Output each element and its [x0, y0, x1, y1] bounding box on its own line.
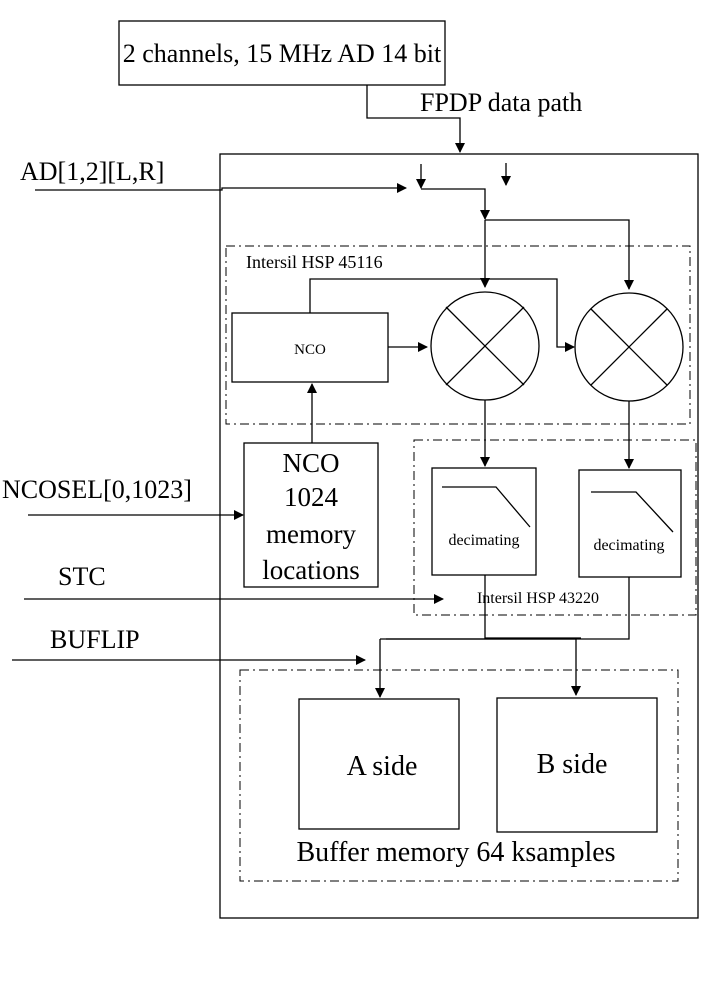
hsp43220-label: Intersil HSP 43220: [477, 590, 599, 607]
stc-input-label: STC: [58, 562, 106, 591]
buflip-input-label: BUFLIP: [50, 625, 140, 654]
nco-to-mixer2: [309, 278, 575, 352]
fpdp-label: FPDP data path: [420, 88, 582, 117]
buffer-memory-region: [239, 669, 679, 882]
filter-2-label: decimating: [593, 537, 664, 554]
adc-label: 2 channels, 15 MHz AD 14 bit: [123, 39, 442, 68]
nco-label: NCO: [294, 342, 326, 358]
buffer-memory-label: Buffer memory 64 ksamples: [296, 837, 615, 868]
nco-memory-line-3: memory: [266, 519, 356, 549]
filter1-output: [484, 575, 581, 639]
data-route: [421, 188, 490, 220]
decimating-filter-2: decimating: [578, 469, 682, 578]
nco-memory-block: NCO 1024 memory locations: [243, 442, 379, 588]
nco-memory-line-4: locations: [262, 555, 359, 585]
mixer-1: [430, 291, 540, 401]
ad-input-label: AD[1,2][L,R]: [20, 157, 164, 186]
nco-block: NCO: [231, 312, 389, 383]
filter2-output: [386, 577, 630, 640]
hsp45116-region: [225, 245, 691, 425]
ad-input-arrow: [35, 183, 407, 193]
hsp45116-label: Intersil HSP 45116: [246, 252, 383, 272]
hsp43220-region: [413, 439, 697, 616]
nco-memory-line-2: 1024: [284, 482, 339, 512]
fpdp-arrow: [366, 85, 465, 153]
filter-1-label: decimating: [448, 532, 519, 549]
ncosel-input-label: NCOSEL[0,1023]: [2, 475, 192, 504]
adc-box: 2 channels, 15 MHz AD 14 bit: [118, 20, 446, 86]
main-board: [219, 153, 699, 919]
mixer2-input: [485, 219, 634, 290]
decimating-filter-1: decimating: [431, 467, 537, 576]
nco-memory-line-1: NCO: [282, 448, 339, 478]
a-side-label: A side: [347, 751, 418, 782]
a-side-block: A side: [298, 698, 460, 830]
b-side-block: B side: [496, 697, 658, 833]
mixer-2: [574, 292, 684, 402]
b-side-label: B side: [537, 749, 608, 780]
